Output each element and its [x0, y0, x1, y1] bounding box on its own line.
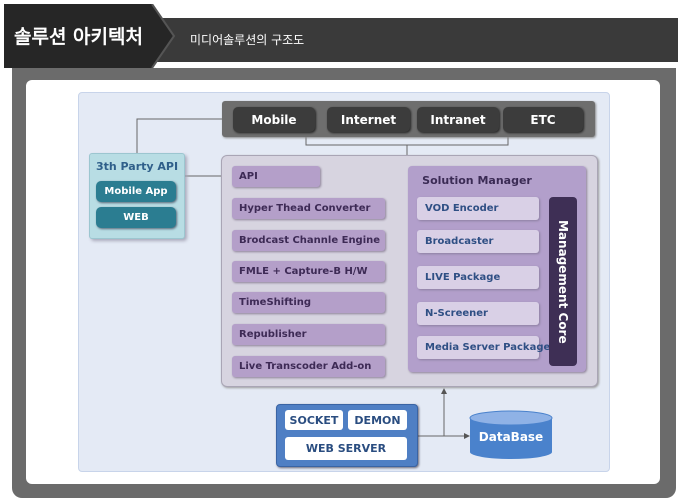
- module-republisher[interactable]: Republisher: [232, 324, 385, 345]
- third-party-web[interactable]: WEB: [96, 207, 176, 228]
- ws-socket[interactable]: SOCKET: [285, 410, 343, 430]
- database-icon: [469, 410, 553, 459]
- channel-etc[interactable]: ETC: [503, 107, 583, 132]
- ws-demon[interactable]: DEMON: [348, 410, 407, 430]
- module-hyper-thead-converter[interactable]: Hyper Thead Converter: [232, 198, 385, 219]
- sm-media-server-package[interactable]: Media Server Package: [417, 336, 550, 359]
- channel-intranet[interactable]: Intranet: [417, 107, 499, 132]
- third-party-mobile-app[interactable]: Mobile App: [96, 181, 176, 202]
- module-timeshifting[interactable]: TimeShifting: [232, 292, 385, 313]
- management-core-label[interactable]: Management Core: [556, 219, 570, 344]
- channel-internet[interactable]: Internet: [327, 107, 410, 132]
- database-label[interactable]: DataBase: [478, 430, 544, 444]
- channel-mobile[interactable]: Mobile: [233, 107, 315, 132]
- module-live-transcoder[interactable]: Live Transcoder Add-on: [232, 356, 385, 377]
- page-title: 솔루션 아키텍처: [14, 26, 143, 48]
- module-fmle-capture[interactable]: FMLE + Capture-B H/W: [232, 261, 385, 282]
- third-party-title: 3th Party API: [95, 160, 179, 173]
- page-subtitle: 미디어솔루션의 구조도: [190, 33, 305, 47]
- bracket-channels: [305, 137, 509, 146]
- sm-broadcaster[interactable]: Broadcaster: [417, 230, 539, 253]
- management-core-box: [549, 197, 577, 366]
- sm-live-package[interactable]: LIVE Package: [417, 266, 539, 289]
- header-title-box: [4, 4, 150, 68]
- sm-vod-encoder[interactable]: VOD Encoder: [417, 197, 539, 220]
- solution-manager-title: Solution Manager: [422, 174, 532, 187]
- header-chevron-icon: [140, 4, 176, 68]
- sm-n-screener[interactable]: N-Screener: [417, 302, 539, 325]
- header-bar: [150, 18, 678, 62]
- module-brodcast-channle-engine[interactable]: Brodcast Channle Engine: [232, 230, 385, 251]
- line-thirdparty-channels: [136, 118, 222, 153]
- module-api[interactable]: API: [232, 166, 320, 187]
- ws-web-server[interactable]: WEB SERVER: [285, 437, 407, 460]
